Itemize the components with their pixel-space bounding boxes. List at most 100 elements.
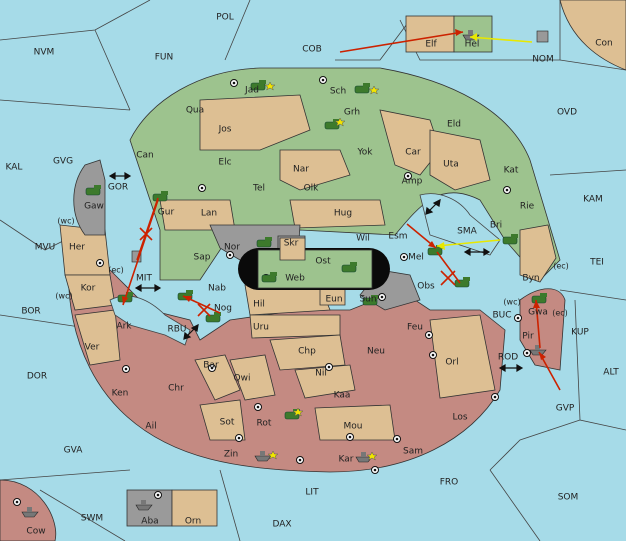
territory-label: Sam (403, 447, 423, 457)
sea-label: GVA (64, 446, 84, 456)
sea-label: LIT (305, 488, 319, 498)
territory-label: Kaa (334, 391, 351, 401)
territory-label: Rot (257, 419, 272, 429)
sea-label: GVP (556, 404, 575, 414)
territory-label: Ver (85, 343, 100, 353)
sea-label: OVD (557, 108, 577, 118)
star-icon (334, 117, 346, 127)
territory-label: Ail (145, 422, 156, 432)
supply-center-icon (491, 393, 499, 401)
sea-label: SWM (81, 514, 103, 524)
territory-label: Kor (81, 284, 96, 294)
territory-label: Can (136, 151, 154, 161)
sea-label: MVU (35, 243, 56, 253)
territory-label: Orl (445, 358, 458, 368)
continent (59, 67, 566, 473)
territory-label: Kar (339, 455, 354, 465)
territory-label: Hug (334, 209, 352, 219)
army-unit-icon (250, 80, 266, 91)
army-unit-icon (205, 312, 221, 323)
star-icon (368, 85, 380, 95)
army-unit-icon (362, 295, 378, 306)
coast-label: (ec) (552, 309, 568, 318)
supply-center-icon (230, 79, 238, 87)
supply-center-icon (198, 184, 206, 192)
passage-arrows (108, 171, 524, 373)
supply-center-icon (254, 403, 262, 411)
territory-label: Nab (208, 284, 226, 294)
territory-label: Gaw (84, 202, 104, 212)
sea-label: ALT (603, 368, 619, 378)
star-icon (267, 450, 279, 460)
territory-label: Nil (315, 369, 327, 379)
territory-label: Pir (522, 332, 534, 342)
territory-label: Obs (417, 282, 435, 292)
territory-label: Jad (244, 86, 259, 96)
fleet-unit-icon (536, 30, 549, 43)
coast-label: (ec) (553, 262, 569, 271)
territory-label: Rie (520, 202, 535, 212)
territory-label: Mou (344, 422, 363, 432)
territory-label: Sch (330, 87, 346, 97)
coast-label: (wc) (57, 217, 74, 226)
sea-label: NOM (532, 55, 554, 65)
fleet-unit-icon (21, 507, 39, 518)
territory-label: Ost (315, 257, 331, 267)
territory-label: Uru (253, 323, 269, 333)
sea-label: POL (216, 13, 234, 23)
army-unit-icon (261, 272, 277, 283)
territory-label: Hel (465, 40, 480, 50)
supply-center-icon (429, 351, 437, 359)
territory-label: Cow (26, 527, 45, 537)
supply-center-icon (235, 434, 243, 442)
territory-con-shape[interactable] (559, 0, 626, 71)
territory-label: Ark (116, 322, 132, 332)
supply-center-icon (296, 456, 304, 464)
supply-center-icon (122, 365, 130, 373)
territory-label: Esm (388, 232, 407, 242)
sea-label: DOR (27, 372, 47, 382)
territory-label: Uta (443, 160, 459, 170)
territory-label: Web (285, 274, 305, 284)
supply-center-icon (325, 363, 333, 371)
coast-label: (wc) (503, 298, 520, 307)
supply-center-icon (400, 253, 408, 261)
territory-label: Gwa (528, 308, 548, 318)
sea-label: COB (302, 45, 322, 55)
supply-center-icon (96, 259, 104, 267)
coast-label: (wc) (55, 292, 72, 301)
territory-label: Gur (158, 208, 175, 218)
supply-center-icon (154, 491, 162, 499)
territory-label: Ken (112, 389, 129, 399)
supply-center-icon (425, 331, 433, 339)
territory-label: Yok (356, 148, 373, 158)
territory-label: Orn (185, 517, 201, 527)
sea-sma-shape[interactable] (419, 193, 501, 256)
supply-center-icon (523, 349, 531, 357)
sea-label: BUC (492, 311, 511, 321)
sea-label: BOR (21, 307, 40, 317)
territory-label: Skr (284, 239, 299, 249)
territory-label: Wil (356, 234, 370, 244)
fleet-unit-icon (254, 451, 272, 462)
territory-label: Feu (407, 323, 423, 333)
territory-label: Qua (186, 106, 204, 116)
orders (122, 29, 561, 391)
army-unit-icon (354, 83, 370, 94)
territory-label: Sot (220, 418, 235, 428)
sea-label: MIT (136, 274, 152, 284)
territory-label: Grh (344, 108, 360, 118)
supply-center-icon (319, 76, 327, 84)
sea-label: KUP (571, 328, 589, 338)
supply-center-icon (371, 466, 379, 474)
sea-label: RBU (167, 325, 186, 335)
coast-labels: (wc) (ec) (wc) (ec) (wc) (ec) (55, 217, 568, 318)
sea-label: GOR (108, 183, 128, 193)
sea-label: TEI (589, 258, 604, 268)
territory-label: Mel (408, 253, 424, 263)
supply-center-icon (393, 435, 401, 443)
territory-orn-shape[interactable] (171, 489, 218, 527)
territory-labels: Elf Hel Jad Sch Qua Grh Jos Eld Can Yok … (26, 40, 548, 537)
